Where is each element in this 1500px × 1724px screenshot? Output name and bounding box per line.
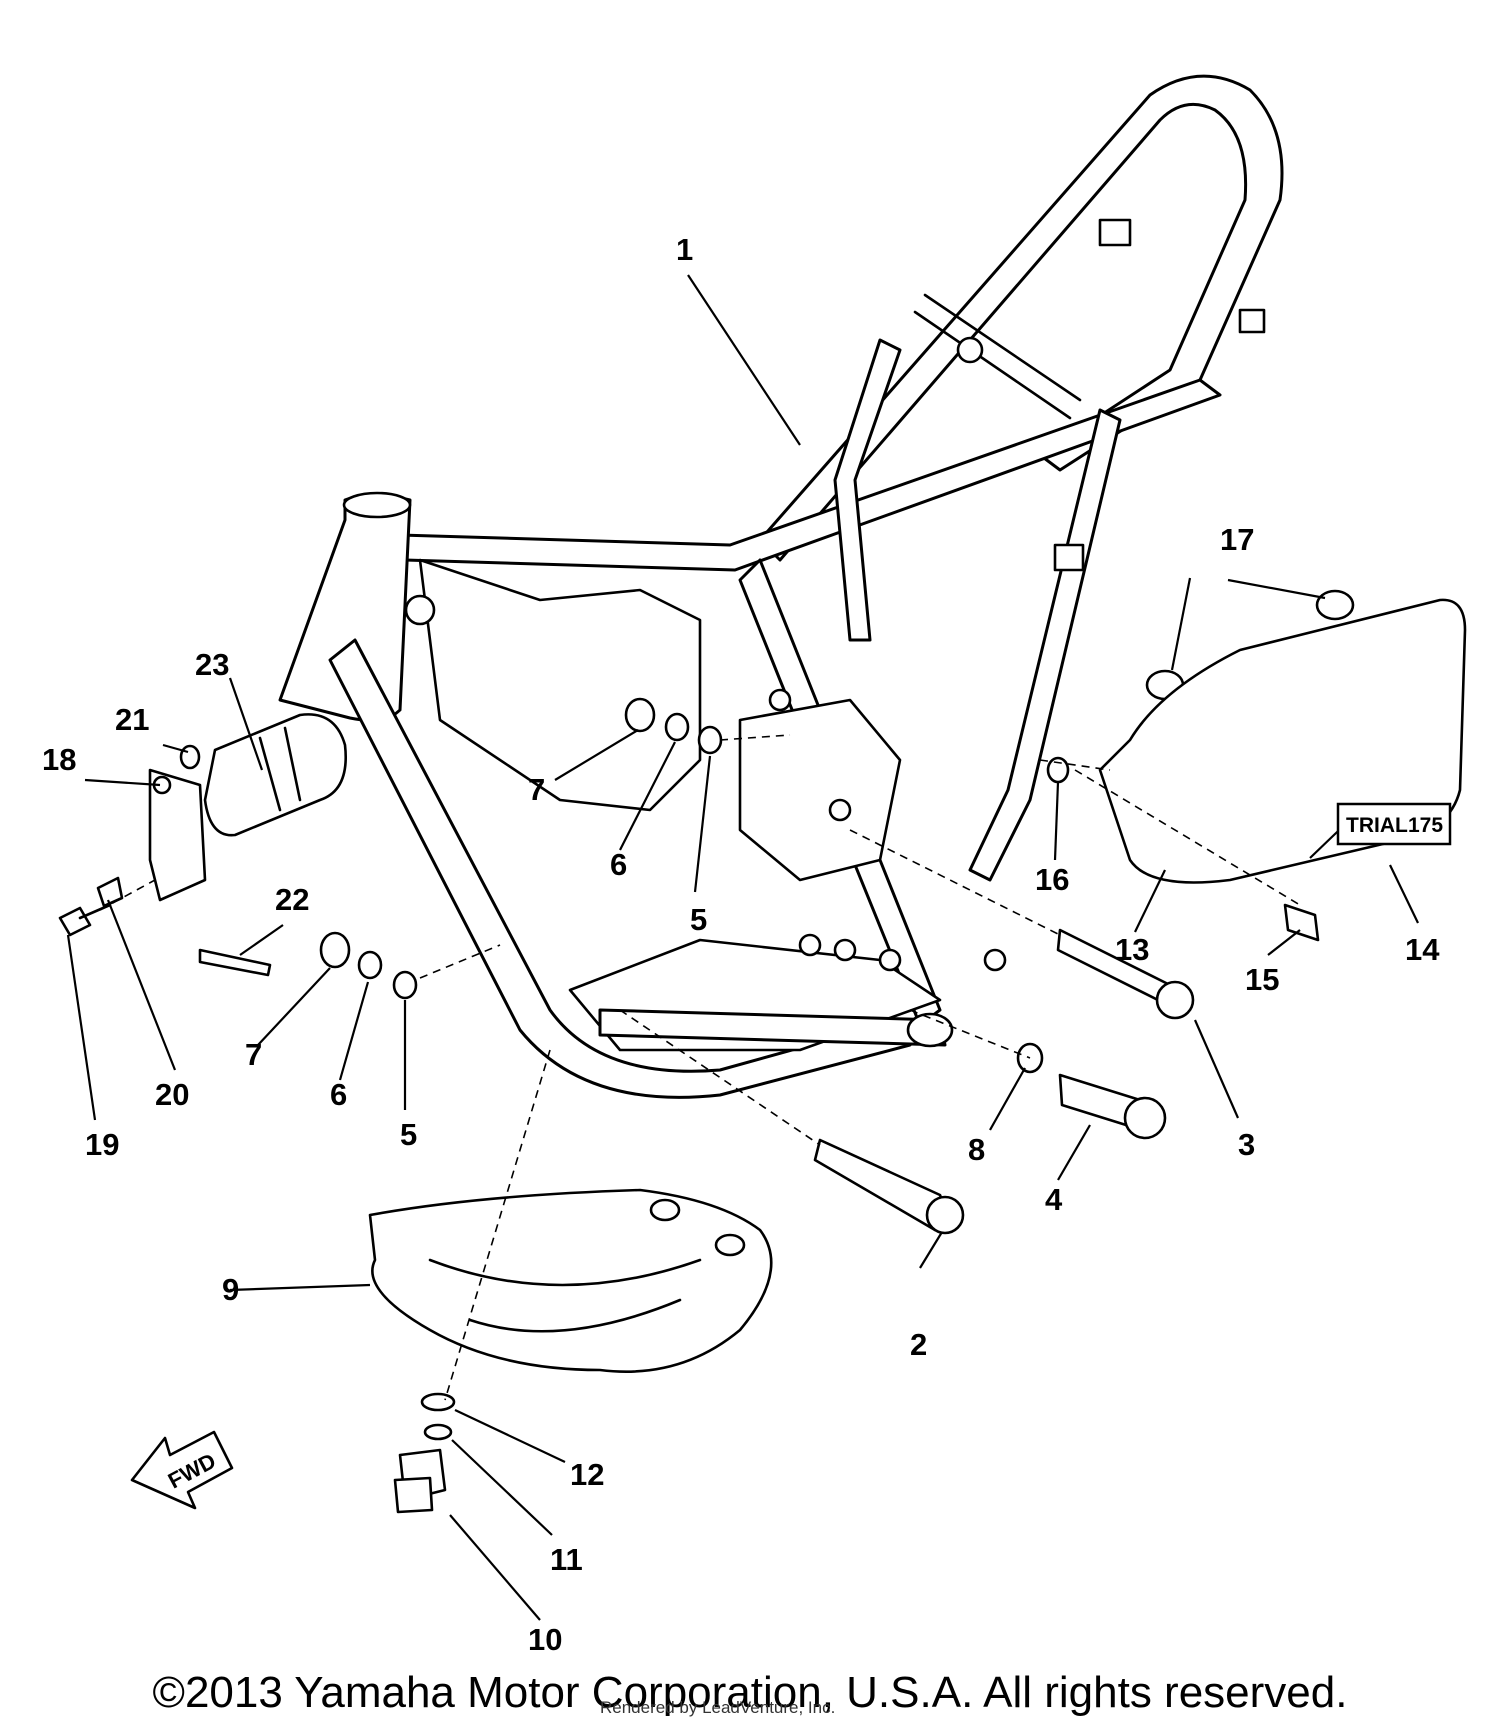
callout-2: 2 (910, 1327, 927, 1362)
callout-8: 8 (968, 1132, 985, 1167)
callout-21: 21 (115, 702, 149, 737)
callout-9: 9 (222, 1272, 239, 1307)
forward-direction-arrow: FWD (130, 1430, 234, 1510)
callout-5-upper: 5 (690, 902, 707, 937)
frame-drawing (278, 74, 1284, 1099)
badge-model: 175 (1408, 814, 1443, 837)
callout-15: 15 (1245, 962, 1279, 997)
callout-14: 14 (1405, 932, 1440, 967)
callout-22: 22 (275, 882, 309, 917)
callout-10: 10 (528, 1622, 562, 1657)
badge-prefix: TRIAL (1346, 814, 1408, 837)
callout-12: 12 (570, 1457, 604, 1492)
callout-labels: 1 2 3 4 5 5 6 6 7 7 8 9 10 11 12 13 14 1… (42, 232, 1440, 1657)
callout-13: 13 (1115, 932, 1149, 967)
callout-16: 16 (1035, 862, 1069, 897)
callout-6-upper: 6 (610, 847, 627, 882)
callout-6-lower: 6 (330, 1077, 347, 1112)
leader-lines (66, 274, 1419, 1621)
callout-17: 17 (1220, 522, 1254, 557)
callout-23: 23 (195, 647, 229, 682)
callout-5-lower: 5 (400, 1117, 417, 1152)
callout-1: 1 (676, 232, 693, 267)
render-credit: Rendered by LeadVenture, Inc. (600, 1698, 836, 1717)
trial-175-badge: TRIAL 175 (1336, 802, 1452, 846)
copyright-notice: ©2013 Yamaha Motor Corporation, U.S.A. A… (152, 1668, 1348, 1717)
callout-19: 19 (85, 1127, 119, 1162)
callout-11: 11 (550, 1542, 583, 1577)
callout-20: 20 (155, 1077, 189, 1112)
callout-7-lower: 7 (245, 1037, 262, 1072)
callout-18: 18 (42, 742, 76, 777)
callout-3: 3 (1238, 1127, 1255, 1162)
callout-7-upper: 7 (528, 772, 545, 807)
callout-4: 4 (1045, 1182, 1063, 1217)
alignment-lines (99, 734, 1301, 1401)
